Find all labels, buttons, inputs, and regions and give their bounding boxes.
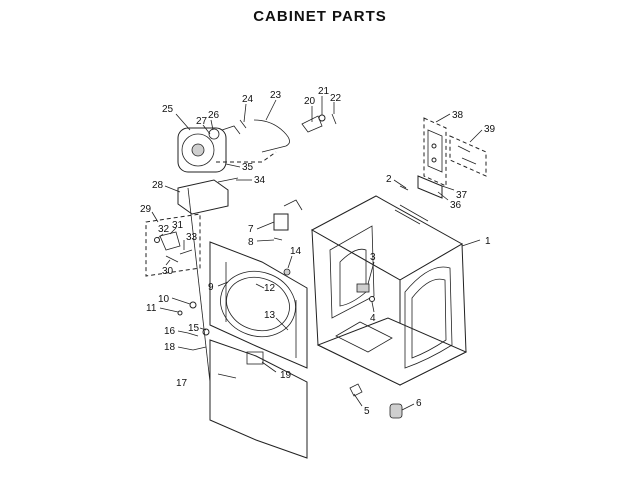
- callout-4: 4: [370, 313, 376, 324]
- part-22-screw: [331, 113, 337, 125]
- callout-28: 28: [152, 180, 164, 191]
- part-20-switch: [301, 115, 323, 133]
- callout-3: 3: [370, 252, 376, 263]
- front-panel-face: [209, 241, 308, 369]
- part-12-door-seal: [220, 270, 296, 338]
- part-32-screw: [154, 237, 160, 243]
- part-2-screw: [399, 185, 409, 191]
- part-38-hole-b: [431, 157, 437, 163]
- part-39-outline: [449, 135, 487, 177]
- callout-14: 14: [290, 246, 302, 257]
- callout-18: 18: [164, 342, 176, 353]
- part-8-screw: [273, 237, 283, 241]
- part-3-clip: [356, 283, 370, 293]
- callout-9: 9: [208, 282, 214, 293]
- part-26-pulley: [208, 128, 220, 140]
- callout-39: 39: [484, 124, 496, 135]
- part-37-plate: [417, 175, 443, 199]
- part-4-screw: [369, 296, 375, 302]
- leader-lines: [151, 96, 483, 411]
- callout-11: 11: [146, 303, 157, 314]
- callout-15: 15: [188, 323, 200, 334]
- part-27-clip: [221, 125, 241, 135]
- part-39-clips: [457, 145, 477, 165]
- callout-19: 19: [280, 370, 292, 381]
- cabinet-side-opening: [404, 266, 453, 369]
- part-21-screw: [318, 114, 326, 122]
- cabinet: [310, 195, 468, 419]
- part-5-clip: [349, 383, 363, 397]
- part-33-spring: [179, 249, 193, 255]
- cabinet-rear-opening: [329, 225, 375, 319]
- part-34-screw: [217, 177, 239, 183]
- part-38-hole-a: [431, 143, 437, 149]
- part-14-plug: [283, 268, 291, 276]
- cabinet-side-inner: [411, 278, 447, 359]
- callout-35: 35: [242, 162, 254, 173]
- callout-32: 32: [158, 224, 170, 235]
- callout-labels: 1 2 3 4 5 6 7 8 9 10 11 12 13 14 15 16 1…: [140, 86, 496, 417]
- part-19-label: [246, 351, 264, 365]
- callout-17: 17: [176, 378, 188, 389]
- motor-blower-wheel: [181, 133, 215, 167]
- callout-22: 22: [330, 93, 342, 104]
- callout-37: 37: [456, 190, 468, 201]
- drive-motor-assembly: [177, 113, 337, 215]
- part-17-toe-panel: [209, 339, 308, 459]
- part-16-clip: [187, 332, 199, 337]
- callout-34: 34: [254, 175, 266, 186]
- callout-8: 8: [248, 237, 254, 248]
- callout-30: 30: [162, 266, 174, 277]
- callout-6: 6: [416, 398, 422, 409]
- diagram-title: CABINET PARTS: [253, 8, 387, 25]
- part-7-wire: [283, 199, 303, 211]
- callout-10: 10: [158, 294, 170, 305]
- front-panel: [209, 241, 308, 369]
- callout-25: 25: [162, 104, 174, 115]
- callout-16: 16: [164, 326, 176, 337]
- cabinet-top-braces: [394, 204, 429, 225]
- callout-38: 38: [452, 110, 464, 121]
- callout-36: 36: [450, 200, 462, 211]
- part-35-belt-dash: [216, 151, 277, 163]
- terminal-block: [273, 199, 303, 241]
- part-11-clip: [177, 310, 183, 316]
- callout-26: 26: [208, 110, 220, 121]
- callout-21: 21: [318, 86, 330, 97]
- part-30-clip: [165, 255, 179, 263]
- part-7-terminal-block: [273, 213, 289, 231]
- callout-12: 12: [264, 283, 276, 294]
- door-opening: [226, 276, 290, 332]
- part-29-group-outline: [145, 213, 201, 277]
- cabinet-floor: [316, 317, 468, 386]
- front-panel-edges: [225, 262, 297, 358]
- callout-23: 23: [270, 90, 282, 101]
- part-24-screw: [239, 119, 247, 129]
- callout-29: 29: [140, 204, 152, 215]
- callout-33: 33: [186, 232, 198, 243]
- callout-1: 1: [485, 236, 491, 247]
- rear-bracket-group: [399, 117, 487, 199]
- part-6-leveling-leg: [389, 403, 403, 419]
- part-38-outline: [423, 117, 447, 187]
- toe-panel: [209, 339, 308, 459]
- toe-panel-hinge: [217, 373, 237, 379]
- part-18-screw: [192, 346, 207, 351]
- cabinet-base-bracket: [335, 321, 393, 353]
- callout-7: 7: [248, 224, 254, 235]
- callout-13: 13: [264, 310, 276, 321]
- part-23-harness: [253, 119, 290, 153]
- callout-31: 31: [172, 220, 184, 231]
- part-28-motor-bracket: [177, 179, 229, 215]
- callout-2: 2: [386, 174, 392, 185]
- part-38-bracket: [427, 129, 443, 173]
- callout-5: 5: [364, 406, 370, 417]
- callout-24: 24: [242, 94, 254, 105]
- callout-27: 27: [196, 116, 208, 127]
- part-10-screw: [189, 301, 197, 309]
- callout-20: 20: [304, 96, 316, 107]
- motor-hub: [191, 143, 205, 157]
